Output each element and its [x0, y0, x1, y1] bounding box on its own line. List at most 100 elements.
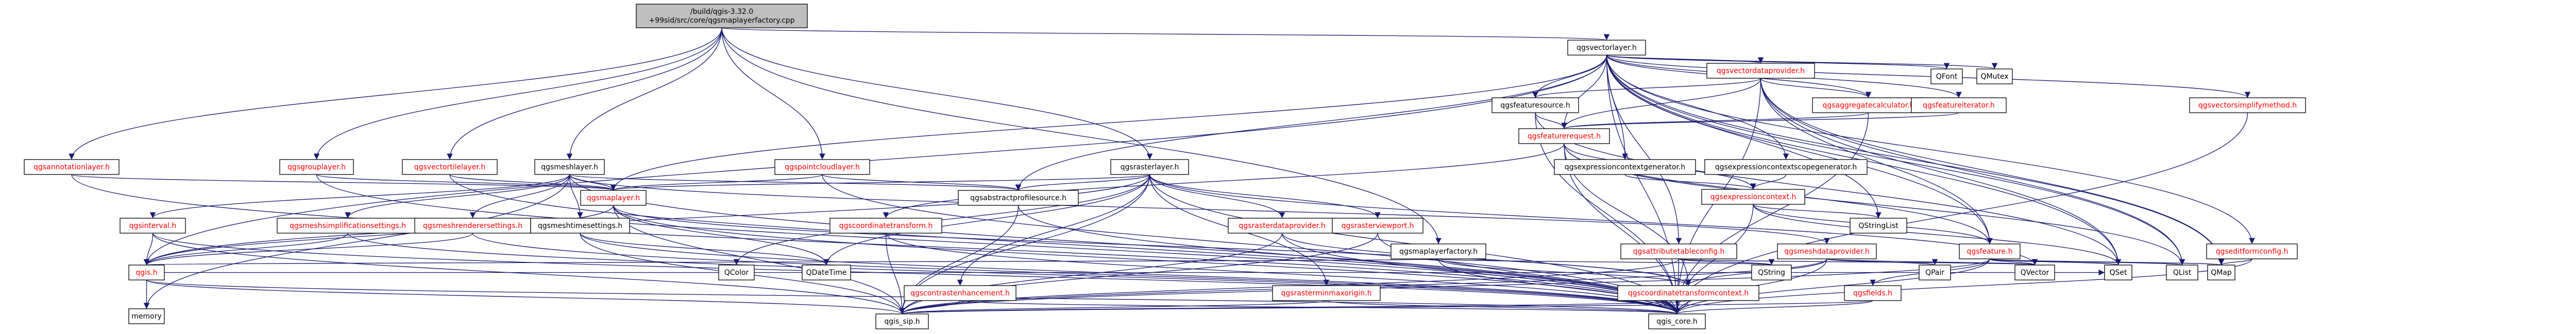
edge-qgsmeshlayer-to-qgsinterval [149, 174, 570, 219]
node-qgsfeaturesource: qgsfeaturesource.h [1492, 97, 1579, 113]
node-label: qgsaggregatecalculator.h [1822, 101, 1914, 110]
edge-qgsvectorlayer-to-qmutex [1606, 55, 1997, 69]
edge-qgsrasterminmaxorigin-to-qgis_sip [899, 300, 1327, 314]
node-box [1976, 68, 2013, 84]
node-label: memory [131, 312, 162, 321]
node-label: QString [1758, 269, 1785, 277]
node-qgseditformconfig[interactable]: qgseditformconfig.h [2206, 243, 2298, 259]
node-box [774, 159, 870, 175]
node-box [1850, 218, 1907, 234]
edge-qgsvectordataprovider-to-qgsfeaturerequest [1561, 78, 1761, 129]
node-qgsh[interactable]: qgis.h [128, 265, 165, 280]
node-qgsfields[interactable]: qgsfields.h [1844, 285, 1902, 301]
node-qgsfeatureiterator[interactable]: qgsfeatureiterator.h [1911, 97, 2007, 113]
node-qgsvectordataprovider[interactable]: qgsvectordataprovider.h [1706, 63, 1815, 79]
node-qgspointcloudlayer[interactable]: qgspointcloudlayer.h [774, 159, 870, 175]
node-box [1911, 97, 2007, 113]
node-qgsfeaturerequest[interactable]: qgsfeaturerequest.h [1518, 128, 1610, 144]
node-box [1751, 265, 1792, 280]
node-label: qgscontrastenhancement.h [910, 289, 1010, 297]
node-qgscoordinatetransform[interactable]: qgscoordinatetransform.h [829, 218, 942, 234]
node-qgsvectorsimplifymethod[interactable]: qgsvectorsimplifymethod.h [2189, 97, 2306, 113]
node-label: qgsfeature.h [1967, 248, 2013, 256]
node-box [414, 218, 531, 234]
node-qpair: QPair [1919, 265, 1951, 280]
node-label: qgsmeshsimplificationsettings.h [290, 222, 406, 230]
edge-qgsexpressioncontextgenerator-to-qgsexpressioncontext [1624, 174, 1756, 190]
node-qgsmeshdataprovider[interactable]: qgsmeshdataprovider.h [1777, 243, 1877, 259]
node-label: qgsmaplayer.h [587, 194, 640, 202]
edge-qgsvectorlayer-to-qgsmaplayer [610, 55, 1607, 191]
node-memory: memory [128, 308, 165, 324]
node-qgsgrouplayer[interactable]: qgsgrouplayer.h [279, 159, 354, 175]
node-label: qgsrasterviewport.h [1342, 222, 1414, 230]
node-box [1706, 63, 1815, 79]
node-box [2166, 265, 2198, 280]
node-qstringlist: QStringList [1850, 218, 1907, 234]
node-label: +99sid/src/core/qgsmaplayerfactory.cpp [649, 16, 794, 25]
node-box [402, 159, 498, 175]
edge-qgseditformconfig-to-qmap [2218, 258, 2252, 266]
node-qcolor: QColor [718, 265, 755, 280]
edge-qgsannotationlayer-to-qgsmaplayer [71, 174, 616, 191]
node-label: QSet [2109, 269, 2127, 277]
node-qgis_sip: qgis_sip.h [875, 313, 929, 329]
node-box [1391, 243, 1486, 259]
node-qgsrasterdataprovider[interactable]: qgsrasterdataprovider.h [1228, 218, 1336, 234]
node-label: qgsfeaturesource.h [1500, 101, 1570, 110]
node-box [1518, 128, 1610, 144]
edge-qgsannotationlayer-to-qgis_core [71, 174, 1680, 314]
node-qgscontrastenhancement[interactable]: qgscontrastenhancement.h [904, 285, 1016, 301]
node-label: qgsvectorlayer.h [1577, 44, 1637, 52]
node-label: qgsfields.h [1853, 289, 1892, 297]
edge-qgsmeshlayer-to-qgsmeshtimesettings [569, 174, 583, 219]
node-label: qgis_core.h [1656, 318, 1698, 326]
node-qvector: QVector [2014, 265, 2055, 280]
node-qgsvectorlayer: qgsvectorlayer.h [1567, 40, 1646, 56]
node-qgsexpressioncontext[interactable]: qgsexpressioncontext.h [1701, 189, 1805, 205]
node-box [1959, 243, 2021, 259]
node-qgsinterval[interactable]: qgsinterval.h [120, 218, 186, 234]
node-box [279, 159, 354, 175]
node-qgsvectortilelayer[interactable]: qgsvectortilelayer.h [402, 159, 498, 175]
node-qgsmaplayer[interactable]: qgsmaplayer.h [580, 190, 647, 206]
node-box [802, 265, 851, 280]
node-qgsrasterminmaxorigin[interactable]: qgsrasterminmaxorigin.h [1272, 285, 1381, 301]
node-qgsannotationlayer[interactable]: qgsannotationlayer.h [24, 159, 120, 175]
node-box [1554, 159, 1696, 175]
node-qgscoordinatetransformcontext[interactable]: qgscoordinatetransformcontext.h [1617, 285, 1759, 301]
edge-qgsfeaturesource-to-qgsfeaturerequest [1535, 112, 1567, 129]
node-box [120, 218, 186, 234]
node-qgsmeshsimplificationsettings[interactable]: qgsmeshsimplificationsettings.h [277, 218, 419, 234]
node-label: qgspointcloudlayer.h [785, 163, 860, 171]
node-box [2206, 243, 2298, 259]
node-qgsmeshlayer: qgsmeshlayer.h [534, 159, 605, 175]
node-qgsaggregatecalculator[interactable]: qgsaggregatecalculator.h [1812, 97, 1925, 113]
edge-qgsmeshlayer-to-qgsmeshsimplificationsettings [345, 174, 570, 219]
node-label: qgsabstractprofilesource.h [970, 194, 1066, 202]
node-label: QDateTime [806, 269, 847, 277]
node-qdatetime: QDateTime [802, 265, 851, 280]
node-box [530, 218, 630, 234]
node-qfont: QFont [1930, 68, 1963, 84]
node-qgsmeshrenderersettings[interactable]: qgsmeshrenderersettings.h [414, 218, 531, 234]
edge-qgsfeature-to-qvector [1989, 258, 2038, 266]
edge-qgsvectorlayer-to-qgsabstractprofilesource [1015, 55, 1607, 191]
node-qgis_core: qgis_core.h [1648, 313, 1706, 329]
node-label: QMutex [1980, 73, 2008, 81]
node-qgsrasterviewport[interactable]: qgsrasterviewport.h [1332, 218, 1423, 234]
node-box [1704, 159, 1868, 175]
edge-qgsvectorlayer-to-qgsattributetableconfig [1606, 55, 1682, 244]
edge-qgscoordinatetransformcontext-to-qgis_sip [900, 300, 1689, 314]
node-qgsfeature[interactable]: qgsfeature.h [1959, 243, 2021, 259]
node-box [580, 190, 647, 206]
node-qgsattributetableconfig[interactable]: qgsattributetableconfig.h [1620, 243, 1737, 259]
node-label: qgsrasterminmaxorigin.h [1281, 289, 1372, 297]
edge-qgsgrouplayer-to-qgsmaplayer [316, 174, 616, 191]
node-label: qgsmeshlayer.h [541, 163, 598, 171]
edge-qgsrasterlayer-to-qgsabstractprofilesource [1015, 174, 1150, 191]
node-box [718, 265, 755, 280]
edge-qgsvectordataprovider-to-qgsfeature [1760, 78, 1993, 244]
edge-qgscoordinatetransform-to-qgis_sip [885, 233, 905, 314]
node-label: qgsvectordataprovider.h [1717, 67, 1805, 75]
